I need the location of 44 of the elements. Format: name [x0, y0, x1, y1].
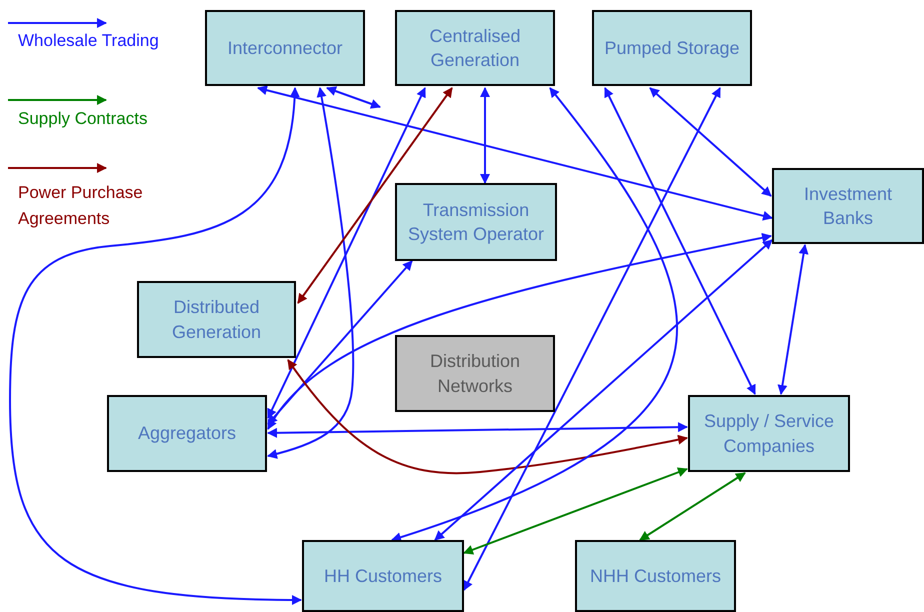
arrow: [267, 422, 688, 438]
entity-label: Transmission System Operator: [406, 198, 546, 246]
arrow: [287, 359, 688, 474]
arrow: [434, 239, 773, 541]
arrow: [267, 232, 772, 430]
entity-label: Pumped Storage: [603, 36, 741, 60]
arrow: [639, 472, 746, 541]
entity-label: HH Customers: [322, 564, 444, 588]
arrow: [649, 87, 772, 197]
entity-box: [592, 10, 752, 86]
legend-label: Supply Contracts: [18, 108, 148, 130]
arrow: [257, 85, 773, 221]
arrow: [391, 87, 678, 542]
arrow: [297, 87, 453, 304]
arrow: [604, 87, 756, 395]
entity-box: [107, 395, 267, 472]
entity-label: Interconnector: [226, 36, 344, 60]
entity-label: Centralised Generation: [428, 24, 522, 72]
arrow: [463, 87, 721, 591]
entity-box: [137, 281, 296, 358]
entity-box: [205, 10, 365, 86]
arrow: [480, 87, 490, 184]
entity-box: [302, 540, 464, 612]
legend-label: Power Purchase Agreements: [18, 182, 144, 230]
arrow: [778, 244, 808, 395]
arrow: [326, 86, 381, 109]
entity-box: [395, 10, 555, 86]
entity-box: [772, 168, 924, 244]
entity-box: [688, 395, 850, 472]
entity-label: Investment Banks: [802, 182, 894, 230]
arrow: [267, 87, 354, 459]
entity-box: [575, 540, 736, 612]
entity-label: Supply / Service Companies: [702, 410, 836, 458]
entity-label: Distribution Networks: [428, 350, 522, 398]
entity-label: NHH Customers: [588, 564, 722, 588]
arrow: [267, 260, 413, 425]
entity-label: Distributed Generation: [170, 296, 262, 344]
entity-box: [395, 335, 555, 412]
entity-label: Aggregators: [136, 422, 238, 446]
arrow: [463, 468, 688, 554]
arrow: [267, 87, 426, 419]
entity-box: [395, 183, 557, 261]
arrow: [9, 87, 302, 605]
legend-label: Wholesale Trading: [18, 30, 160, 52]
